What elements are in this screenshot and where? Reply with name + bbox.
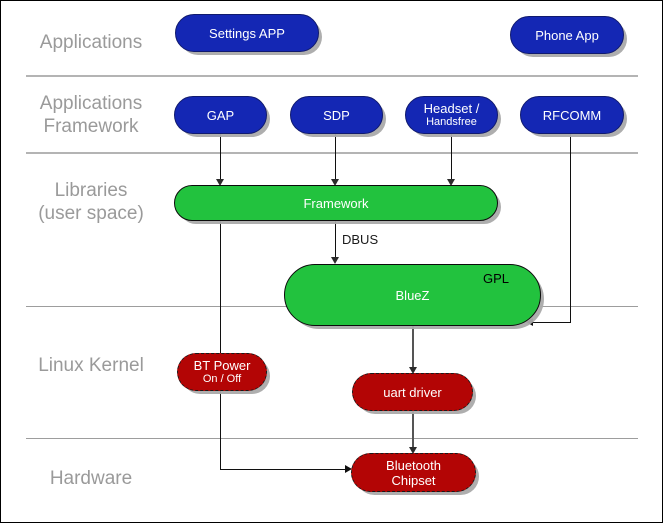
node-gap-label: GAP <box>206 107 235 123</box>
edge-sdp-framework-line <box>335 134 336 182</box>
edge-gap-framework-arrow <box>216 179 224 186</box>
node-headset-handsfree[interactable]: Headset / Handsfree <box>405 96 498 134</box>
edge-sdp-framework-arrow <box>331 179 339 186</box>
node-sdp[interactable]: SDP <box>290 96 383 134</box>
divider-applications <box>26 75 638 77</box>
node-gap[interactable]: GAP <box>174 96 267 134</box>
layer-label-libraries: Libraries (user space) <box>38 180 144 224</box>
layer-label-hardware: Hardware <box>49 468 133 489</box>
node-sdp-label: SDP <box>323 107 350 123</box>
node-uart-driver-label: uart driver <box>383 384 442 400</box>
node-bt-power-label: BT Power <box>193 358 251 373</box>
edge-label-dbus: DBUS <box>341 232 380 247</box>
node-headset-handsfree-sublabel: Handsfree <box>426 116 477 128</box>
node-bluez-gpl-badge: GPL <box>483 271 510 286</box>
edge-headset-framework-line <box>451 134 452 182</box>
edge-gap-framework-line <box>220 134 221 182</box>
node-framework-label: Framework <box>303 195 369 211</box>
node-phone-app-label: Phone App <box>535 27 599 43</box>
node-rfcomm-label: RFCOMM <box>542 107 602 123</box>
edge-framework-bluez-line <box>335 220 336 262</box>
edge-uart-chipset-arrow <box>409 447 417 454</box>
node-settings-app[interactable]: Settings APP <box>175 14 319 52</box>
node-framework[interactable]: Framework <box>174 185 498 221</box>
edge-rfcomm-bluez-vline <box>570 134 571 323</box>
divider-applications-framework <box>26 152 638 154</box>
edge-rfcomm-bluez-arrow <box>526 318 533 326</box>
layer-label-linux-kernel: Linux Kernel <box>38 355 144 376</box>
layer-label-applications: Applications <box>39 32 143 53</box>
edge-uart-chipset-line <box>412 410 414 452</box>
node-bluez-label: BlueZ <box>395 287 430 303</box>
node-settings-app-label: Settings APP <box>209 25 285 41</box>
node-phone-app[interactable]: Phone App <box>510 16 624 54</box>
node-uart-driver[interactable]: uart driver <box>352 373 473 411</box>
divider-linux-kernel <box>26 438 638 439</box>
edge-framework-chipset-hline <box>220 469 347 470</box>
edge-bluez-uart-line <box>412 323 414 372</box>
edge-rfcomm-bluez-hline <box>532 322 571 323</box>
edge-framework-bluez-arrow <box>331 257 339 264</box>
node-headset-handsfree-label: Headset / <box>423 101 480 116</box>
edge-headset-framework-arrow <box>447 179 455 186</box>
layer-label-applications-framework: Applications Framework <box>39 93 143 137</box>
node-bt-power[interactable]: BT Power On / Off <box>177 353 267 391</box>
node-bluetooth-chipset-sublabel: Chipset <box>391 472 436 488</box>
node-bt-power-sublabel: On / Off <box>202 373 242 385</box>
edge-framework-chipset-arrow <box>345 465 352 473</box>
node-bluetooth-chipset-label: Bluetooth <box>386 457 441 473</box>
edge-framework-chipset-vline <box>220 220 221 470</box>
node-rfcomm[interactable]: RFCOMM <box>520 96 624 134</box>
node-bluetooth-chipset[interactable]: Bluetooth Chipset <box>351 453 476 492</box>
node-bluez[interactable]: BlueZ <box>284 264 541 326</box>
edge-bluez-uart-arrow <box>409 367 417 374</box>
